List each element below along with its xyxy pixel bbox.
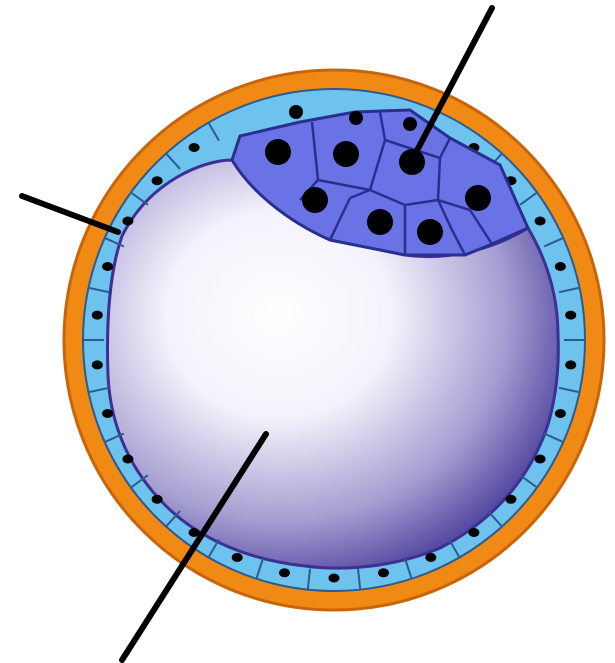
trophoblast-nucleus — [92, 311, 103, 320]
inner-cell-nucleus — [289, 105, 303, 119]
inner-cell-nucleus — [403, 117, 417, 131]
trophoblast-nucleus — [102, 262, 113, 271]
trophoblast-nucleus — [565, 311, 576, 320]
trophoblast-nucleus — [555, 262, 566, 271]
trophoblast-nucleus — [102, 409, 113, 418]
trophoblast-nucleus — [329, 574, 340, 583]
trophoblast-nucleus — [92, 360, 103, 369]
trophoblast-nucleus — [232, 553, 243, 562]
inner-cell-nucleus — [333, 141, 359, 167]
inner-cell-nucleus — [417, 219, 443, 245]
inner-cell-nucleus — [349, 111, 363, 125]
inner-cell-nucleus — [367, 209, 393, 235]
trophoblast-nucleus — [122, 217, 133, 226]
trophoblast-nucleus — [535, 455, 546, 464]
inner-cell-nucleus — [465, 185, 491, 211]
trophoblast-nucleus — [555, 409, 566, 418]
trophoblast-nucleus — [425, 553, 436, 562]
trophoblast-nucleus — [189, 143, 200, 152]
trophoblast-nucleus — [468, 528, 479, 537]
inner-cell-nucleus — [302, 187, 328, 213]
trophoblast-nucleus — [505, 495, 516, 504]
trophoblast-nucleus — [565, 360, 576, 369]
trophoblast-nucleus — [535, 217, 546, 226]
trophoblast-nucleus — [122, 455, 133, 464]
trophoblast-nucleus — [378, 568, 389, 577]
trophoblast-nucleus — [152, 176, 163, 185]
inner-cell-nucleus — [265, 139, 291, 165]
trophoblast-nucleus — [279, 568, 290, 577]
trophoblast-nucleus — [152, 495, 163, 504]
